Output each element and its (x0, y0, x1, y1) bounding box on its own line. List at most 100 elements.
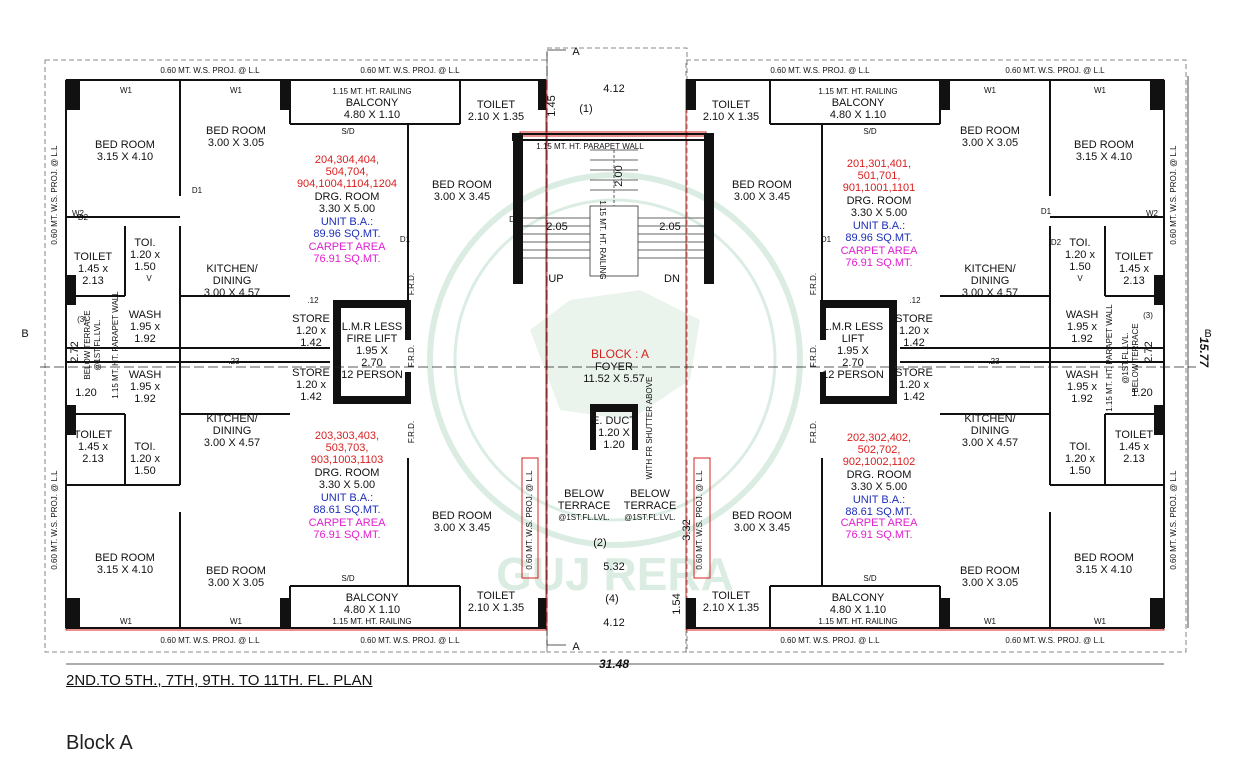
tl-dining-name: DINING (213, 275, 252, 287)
tl-wash-size-2: 1.92 (134, 333, 155, 345)
bl-kitchen-name: KITCHEN/ (206, 413, 258, 425)
tr-store-name: STORE (895, 313, 933, 325)
ws-proj-top-right-2: 0.60 MT. W.S. PROJ. @ L.L (1005, 66, 1105, 75)
br-drg-size: 3.30 X 5.00 (851, 481, 907, 493)
tl-kitchen-name: KITCHEN/ (206, 263, 258, 275)
core-dim-154: 1.54 (671, 593, 683, 614)
br-drg-name: DRG. ROOM (847, 469, 912, 481)
bl-toilet-side-name: TOILET (74, 429, 113, 441)
right-parapet: 1.15 MT. HT. PARAPET WALL (1105, 304, 1114, 412)
stair-parapet: 1.15 MT. HT. PARAPET WALL (536, 142, 644, 151)
mark-sd-bl: S/D (341, 574, 355, 583)
core-dim-332: 3.32 (681, 519, 693, 540)
br-wash-size-1: 1.95 x (1067, 381, 1097, 393)
bl-store-size-2: 1.42 (300, 391, 321, 403)
left-lift-size-2: 2.70 (361, 357, 382, 369)
block-label: BLOCK : A (591, 347, 649, 361)
ws-proj-bottom-left-2: 0.60 MT. W.S. PROJ. @ L.L (360, 636, 460, 645)
br-store-name: STORE (895, 367, 933, 379)
ws-proj-core-left: 0.60 MT. W.S. PROJ. @ L.L (525, 470, 534, 570)
tl-unit-nos-2: 504,704, (326, 166, 369, 178)
br-bedroom-main-name: BED ROOM (1074, 552, 1134, 564)
mark-w1-e: W1 (120, 617, 133, 626)
mark-t12-b: .12 (909, 296, 921, 305)
bl-toilet-side-size-1: 1.45 x (78, 441, 108, 453)
frd-right-mid: F.R.D. (809, 345, 818, 367)
stair-dn: DN (664, 273, 680, 285)
tl-toi-name: TOI. (134, 237, 155, 249)
bl-wash-size-1: 1.95 x (130, 381, 160, 393)
tl-unit-ba-label: UNIT B.A.: (321, 216, 373, 228)
bl-unit-nos-2: 503,703, (326, 442, 369, 454)
mark-w1-d: W1 (1094, 86, 1107, 95)
left-parapet: 1.15 MT. HT. PARAPET WALL (111, 291, 120, 399)
tr-unit-nos-3: 901,1001,1101 (843, 182, 916, 194)
core-walls (66, 80, 1164, 628)
tr-bedroom-second-name: BED ROOM (960, 125, 1020, 137)
bl-bedroom-main-name: BED ROOM (95, 552, 155, 564)
bl-wash-name: WASH (129, 369, 162, 381)
bl-store-name: STORE (292, 367, 330, 379)
educt-line-3: 1.20 (603, 439, 624, 451)
ws-proj-left-2: 0.60 MT. W.S. PROJ. @ L.L (50, 470, 59, 570)
br-unit-nos-3: 902,1002,1102 (843, 456, 916, 468)
tl-store-size-2: 1.42 (300, 337, 321, 349)
tr-balcony-name: BALCONY (832, 97, 885, 109)
right-lift-line-1: L.M.R LESS (823, 321, 884, 333)
mark-d2-a: D2 (78, 213, 89, 222)
mark-d1-a: D1 (192, 186, 203, 195)
tl-toilet-side-size-2: 2.13 (82, 275, 103, 287)
tr-unit-nos-2: 501,701, (858, 170, 901, 182)
tl-unit-nos-1: 204,304,404, (315, 154, 379, 166)
overall-depth-dim: 15.77 (1197, 337, 1211, 368)
br-toilet-side-size-1: 1.45 x (1119, 441, 1149, 453)
tl-carpet-value: 76.91 SQ.MT. (313, 253, 380, 265)
mark-sd-br: S/D (863, 574, 877, 583)
ws-proj-top-right-1: 0.60 MT. W.S. PROJ. @ L.L (770, 66, 870, 75)
section-b-right: B (1204, 328, 1211, 340)
right-terrace-label: BELOW TERRACE (1131, 323, 1140, 392)
tl-bedroom-main-name: BED ROOM (95, 139, 155, 151)
educt-line-1: E. DUCT (592, 415, 636, 427)
br-bedroom-second-name: BED ROOM (960, 565, 1020, 577)
mark-t23-right: .23 (988, 357, 1000, 366)
bl-drg-name: DRG. ROOM (315, 467, 380, 479)
br-toi-size-2: 1.50 (1069, 465, 1090, 477)
block-caption: Block A (66, 732, 133, 754)
stair-top-width: 4.12 (603, 83, 624, 95)
tr-wash-size-2: 1.92 (1071, 333, 1092, 345)
mark-v-b: V (1077, 274, 1083, 283)
mark-d1-b: D1 (400, 235, 411, 244)
br-toilet-side-size-2: 2.13 (1123, 453, 1144, 465)
foyer-size: 11.52 X 5.57 (583, 373, 645, 385)
tr-dining-name: DINING (971, 275, 1010, 287)
tr-balcony-size: 4.80 X 1.10 (830, 109, 886, 121)
mark-t12-a: .12 (307, 296, 319, 305)
tl-unit-nos-3: 904,1004,1104,1204 (297, 178, 397, 190)
tr-wash-size-1: 1.95 x (1067, 321, 1097, 333)
tl-balcony-size: 4.80 X 1.10 (344, 109, 400, 121)
tr-drg-size: 3.30 X 5.00 (851, 207, 907, 219)
br-toilet-size: 2.10 X 1.35 (703, 602, 759, 614)
bl-balcony-name: BALCONY (346, 592, 399, 604)
bl-store-size-1: 1.20 x (296, 379, 326, 391)
stair-flight-200: 2.00 (613, 165, 625, 186)
tr-kitchen-size: 3.00 X 4.57 (962, 287, 1018, 299)
tr-toilet-side-name: TOILET (1115, 251, 1154, 263)
ws-proj-bottom-right-2: 0.60 MT. W.S. PROJ. @ L.L (1005, 636, 1105, 645)
tr-toilet-side-size-2: 2.13 (1123, 275, 1144, 287)
br-balcony-size: 4.80 X 1.10 (830, 604, 886, 616)
tl-drg-name: DRG. ROOM (315, 191, 380, 203)
section-a-bottom: A (572, 641, 580, 653)
tl-store-name: STORE (292, 313, 330, 325)
tr-toilet-name: TOILET (712, 99, 751, 111)
tr-bedroom-third-name: BED ROOM (732, 179, 792, 191)
below-terrace-right-1: BELOW (630, 488, 670, 500)
br-bedroom-third-size: 3.00 X 3.45 (734, 522, 790, 534)
below-terrace-right-2: TERRACE (624, 500, 677, 512)
mark-w1-a: W1 (120, 86, 133, 95)
frd-left-mid: F.R.D. (407, 345, 416, 367)
mark-v-a: V (146, 274, 152, 283)
tl-bedroom-second-size: 3.00 X 3.05 (208, 137, 264, 149)
